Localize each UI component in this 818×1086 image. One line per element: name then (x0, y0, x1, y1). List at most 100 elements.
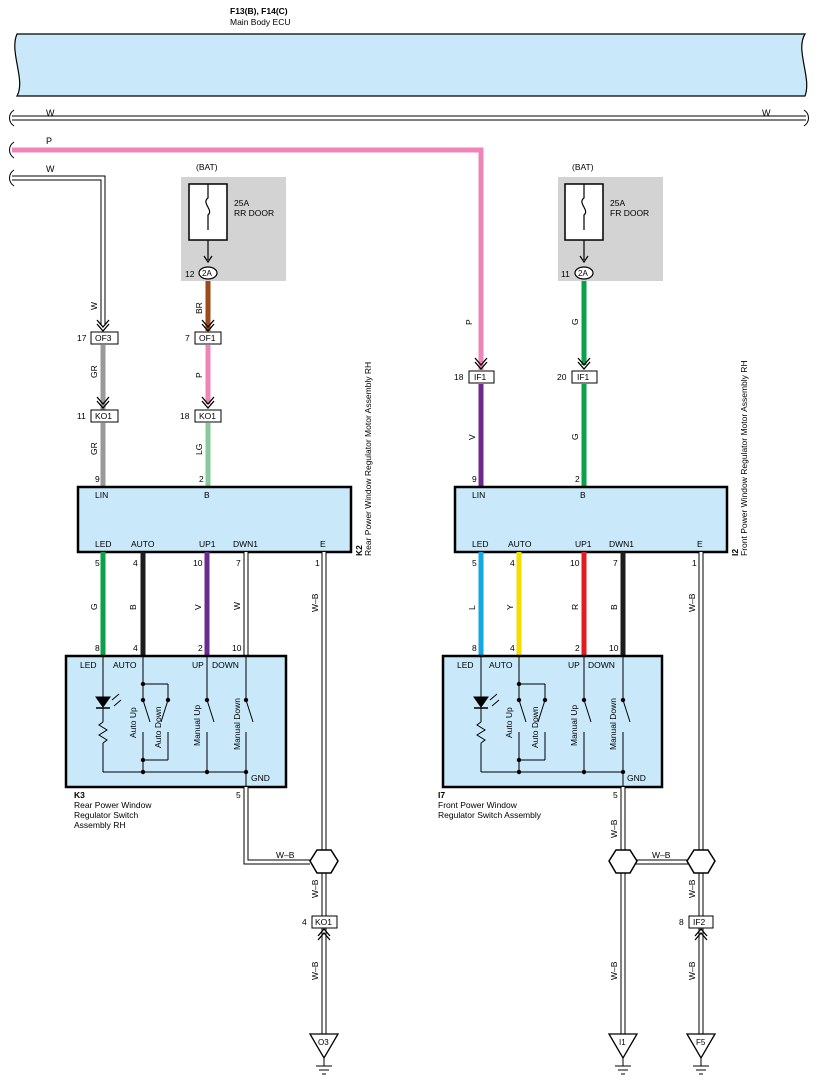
ground-f5-label: F5 (696, 1038, 706, 1047)
fuse-fr-connector-label: 2A (578, 269, 588, 278)
fuse-fr-pin: 11 (561, 269, 570, 279)
fuse-rr-pin: 12 (185, 269, 195, 279)
fuse-rr-connector (198, 266, 218, 280)
rear-e-wire-label: W–B (310, 593, 320, 612)
connector-if1-a-pin: 18 (454, 372, 464, 382)
rear-b-upper-label: BR (194, 302, 204, 314)
front-gnd-bottom-left-label: W–B (609, 961, 619, 980)
switch-i7-auto-down-label: Auto Down (530, 706, 540, 748)
rear-junction-icon (309, 849, 339, 874)
motor-i2-id: I2 (730, 549, 740, 556)
motor-k2-id: K2 (354, 545, 364, 556)
rear-led-num-top: 5 (95, 558, 100, 568)
ground-o3-label: O3 (318, 1038, 329, 1047)
w-drop-wire (9, 169, 106, 325)
motor-k2-up1-label: UP1 (199, 539, 216, 549)
motor-k2-b-num: 2 (199, 474, 204, 484)
switch-i7-up-label: UP (568, 660, 580, 670)
connector-if1-a: IF1 18 (454, 357, 495, 384)
switch-i7-box (441, 654, 664, 789)
switch-i7-auto-label: AUTO (489, 660, 513, 670)
motor-i2-box (453, 485, 729, 554)
switch-k3-gnd-label: GND (251, 773, 270, 783)
w-bus-wire (9, 109, 809, 127)
front-lin-wire-label: P (464, 319, 474, 325)
connector-of1-pin: 7 (185, 333, 190, 343)
rear-gnd-wire (243, 787, 310, 865)
switch-k3-manual-down-label: Manual Down (232, 698, 242, 750)
switch-i7-circuit (473, 656, 631, 787)
motor-k2-name: Rear Power Window Regulator Motor Assemb… (363, 362, 373, 556)
switch-k3-id: K3 (74, 790, 85, 800)
front-lin-lower-label: V (467, 434, 477, 440)
rear-up-num-top: 10 (193, 558, 203, 568)
front-up-wire-label: R (570, 604, 580, 610)
switch-k3-auto-down-label: Auto Down (153, 706, 163, 748)
fuse-fr-rating: 25A (610, 198, 625, 208)
rear-down-num-top: 7 (236, 558, 241, 568)
fuse-fr-name: FR DOOR (610, 208, 649, 218)
fuse-fr-source: (BAT) (572, 162, 594, 172)
rear-e-num-top: 1 (315, 558, 320, 568)
w-bus-label-right: W (762, 108, 771, 118)
connector-ko1-b: KO1 18 (180, 396, 222, 423)
front-auto-num-bot: 4 (510, 643, 515, 653)
front-up-num-top: 10 (570, 558, 580, 568)
rear-gnd-horizontal-label: W–B (276, 850, 295, 860)
fuse-fr-connector (574, 266, 594, 280)
connector-if1-a-label: IF1 (474, 372, 487, 382)
fuse-rr-icon (205, 184, 211, 230)
connector-if2-gnd: IF2 8 (679, 915, 714, 941)
p-bus-label: P (46, 136, 52, 146)
w-drop-label: W (46, 164, 55, 174)
fuse-rr-name: RR DOOR (234, 208, 274, 218)
rear-up-wire-label: V (193, 604, 203, 610)
connector-of3: OF3 17 (77, 319, 119, 345)
switch-i7-manual-down-label: Manual Down (608, 698, 618, 750)
rear-led-wire-label: G (89, 603, 99, 610)
rear-lin-mid-label: GR (89, 365, 99, 378)
switch-i7-auto-up-label: Auto Up (504, 707, 514, 738)
rear-b-mid-label: P (194, 372, 204, 378)
switch-k3-name-2: Regulator Switch (74, 810, 139, 820)
motor-i2-dwn1-label: DWN1 (609, 539, 634, 549)
front-sw-gnd-label: W–B (609, 819, 619, 838)
motor-i2-up1-label: UP1 (575, 539, 592, 549)
p-bus-wire (9, 141, 484, 370)
switch-k3-led-label: LED (80, 660, 97, 670)
rear-auto-num-top: 4 (133, 558, 138, 568)
rear-led-num-bot: 8 (95, 643, 100, 653)
connector-ko1-gnd-label: KO1 (315, 917, 332, 927)
rear-lin-upper-label: W (89, 302, 99, 310)
switch-k3-up-label: UP (192, 660, 204, 670)
front-gnd-horizontal-label: W–B (652, 850, 671, 860)
motor-k2-e-label: E (320, 539, 326, 549)
connector-if2-gnd-label: IF2 (693, 917, 706, 927)
fuse-rr-connector-label: 2A (202, 269, 212, 278)
switch-i7-gnd-num: 5 (613, 790, 618, 800)
switch-i7-name-2: Regulator Switch Assembly (438, 810, 542, 820)
switch-k3-name-1: Rear Power Window (74, 800, 152, 810)
ground-o3-icon (308, 1033, 340, 1075)
connector-if2-gnd-pin: 8 (679, 917, 684, 927)
motor-k2-led-label: LED (95, 539, 112, 549)
connector-of1-label: OF1 (199, 333, 216, 343)
switch-i7-led-label: LED (457, 660, 474, 670)
front-gnd-bottom-right-label: W–B (687, 961, 697, 980)
ecu-code: F13(B), F14(C) (230, 6, 288, 16)
fuse-rr-source: (BAT) (196, 162, 218, 172)
switch-i7-manual-up-label: Manual Up (569, 705, 579, 746)
ground-f5-icon (685, 1033, 717, 1075)
front-led-num-bot: 8 (472, 643, 477, 653)
front-down-wire-label: B (609, 604, 619, 610)
connector-ko1-gnd-pin: 4 (302, 917, 307, 927)
motor-i2-lin-label: LIN (472, 490, 485, 500)
connector-if1-b-pin: 20 (557, 372, 567, 382)
rear-gnd-down-label: W–B (310, 879, 320, 898)
motor-k2-dwn1-label: DWN1 (233, 539, 258, 549)
front-b-lower-label: G (570, 433, 580, 440)
rear-lin-lower-label: GR (89, 442, 99, 455)
connector-of1: OF1 7 (185, 319, 222, 345)
front-down-num-bot: 10 (609, 643, 619, 653)
